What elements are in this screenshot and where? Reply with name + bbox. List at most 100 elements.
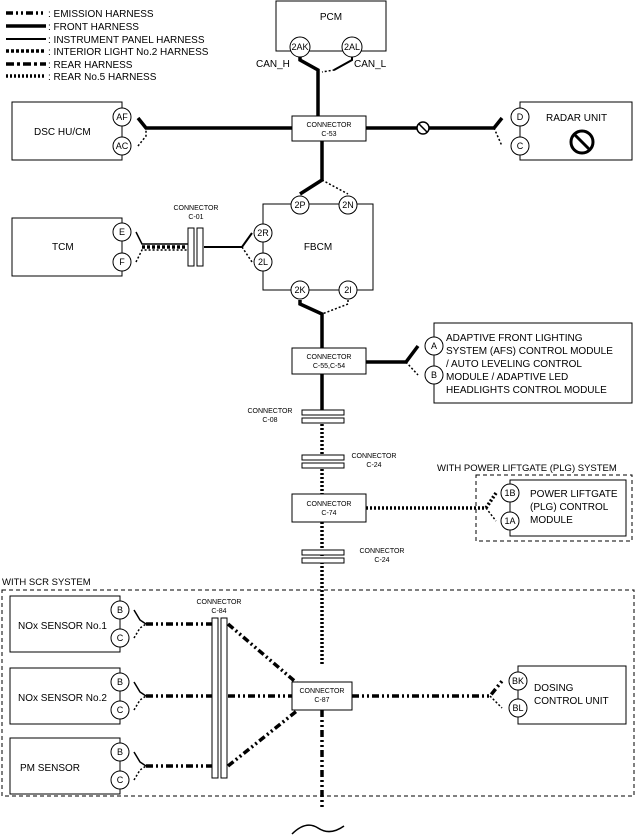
c87-title: CONNECTOR [300, 688, 345, 695]
dosing-pin-bl-label: BL [512, 703, 523, 713]
afs-line-4: MODULE / ADAPTIVE LED [446, 372, 568, 383]
nox1-pin-b [110, 600, 130, 620]
pm-pin-c [110, 770, 130, 790]
afs-module [433, 322, 633, 404]
c01-title: CONNECTOR [174, 205, 219, 212]
no-signal-icon [416, 121, 430, 135]
c74-title: CONNECTOR [307, 501, 352, 508]
plg-pin-1a-label: 1A [504, 516, 515, 526]
plg-pin-1b-label: 1B [504, 488, 515, 498]
plg-line-2: (PLG) CONTROL [530, 502, 609, 513]
c74-id: C-74 [321, 510, 336, 517]
radar-pin-c-label: C [517, 141, 524, 151]
c08-id: C-08 [262, 417, 277, 424]
fbcm-pin-2r [253, 223, 273, 243]
legend-instrument: : INSTRUMENT PANEL HARNESS [48, 35, 205, 46]
nox1-pin-c-label: C [117, 633, 124, 643]
afs-line-2: SYSTEM (AFS) CONTROL MODULE [446, 346, 613, 357]
dsc-title: DSC HU/CM [34, 127, 91, 138]
nox2-pin-c [110, 700, 130, 720]
fbcm-pin-2l-label: 2L [258, 257, 268, 267]
connector-c87 [291, 681, 353, 711]
dosing-pin-bk [508, 671, 528, 691]
connector-c55-c54 [291, 347, 367, 375]
radar-pin-c [510, 136, 530, 156]
fbcm-pin-2k [290, 280, 310, 300]
tcm-module [11, 217, 123, 277]
pm-pin-b [110, 742, 130, 762]
can-l-label: CAN_L [354, 59, 387, 70]
plg-line-3: MODULE [530, 515, 573, 526]
afs-pin-b [424, 365, 444, 385]
afs-pin-b-label: B [431, 370, 437, 380]
connector-c74 [291, 493, 367, 523]
afs-line-1: ADAPTIVE FRONT LIGHTING [446, 333, 583, 344]
nox1-pin-b-label: B [117, 605, 123, 615]
connector-c01-right [196, 227, 204, 267]
c01-id: C-01 [188, 214, 203, 221]
fbcm-pin-2l [253, 252, 273, 272]
can-h-label: CAN_H [256, 59, 290, 70]
legend-rear: : REAR HARNESS [48, 60, 133, 71]
legend-interior-light: : INTERIOR LIGHT No.2 HARNESS [48, 47, 209, 58]
fbcm-pin-2p-label: 2P [294, 200, 305, 210]
pm-title: PM SENSOR [20, 763, 80, 774]
tcm-pin-e [112, 222, 132, 242]
tcm-pin-f-label: F [119, 257, 125, 267]
dsc-pin-ac [112, 136, 132, 156]
pcm-pin-2al-label: 2AL [344, 42, 360, 52]
c24b-title: CONNECTOR [360, 548, 405, 555]
connector-c24a-bottom [301, 462, 345, 469]
pcm-title: PCM [320, 12, 342, 23]
pcm-pin-2ak [289, 36, 311, 58]
wire-break-mark [291, 824, 345, 835]
fbcm-pin-2p [290, 195, 310, 215]
nox2-title: NOx SENSOR No.2 [18, 693, 107, 704]
radar-title: RADAR UNIT [546, 113, 607, 124]
connector-c53 [291, 115, 367, 142]
tcm-pin-f [112, 252, 132, 272]
fbcm-pin-2n [338, 195, 358, 215]
radar-pin-d-label: D [517, 112, 524, 122]
dosing-pin-bk-label: BK [512, 676, 524, 686]
connector-c01-left [187, 227, 195, 267]
afs-pin-a-label: A [431, 341, 437, 351]
dsc-pin-af [112, 107, 132, 127]
legend-front: : FRONT HARNESS [48, 22, 139, 33]
plg-group-label: WITH POWER LIFTGATE (PLG) SYSTEM [437, 463, 617, 474]
dosing-module [517, 665, 627, 725]
pm-module [9, 737, 121, 795]
tcm-title: TCM [52, 242, 74, 253]
pcm-pin-2al [341, 36, 363, 58]
nox1-module [9, 595, 121, 653]
c53-id: C-53 [321, 131, 336, 138]
c84-title: CONNECTOR [197, 599, 242, 606]
connector-c08-top [301, 409, 345, 416]
legend-rear5: : REAR No.5 HARNESS [48, 72, 157, 83]
nox1-pin-c [110, 628, 130, 648]
radar-pin-d [510, 107, 530, 127]
dsc-module [11, 101, 123, 161]
fbcm-pin-2k-label: 2K [294, 285, 305, 295]
plg-module [509, 479, 627, 537]
plg-pin-1a [500, 511, 520, 531]
connector-c08-bottom [301, 417, 345, 424]
nox2-pin-c-label: C [117, 705, 124, 715]
c24b-id: C-24 [374, 557, 389, 564]
nox2-pin-b-label: B [117, 677, 123, 687]
pm-pin-b-label: B [117, 747, 123, 757]
connector-c84-right [220, 617, 228, 779]
dsc-pin-af-label: AF [116, 112, 128, 122]
fbcm-title: FBCM [304, 242, 332, 253]
tcm-pin-e-label: E [119, 227, 125, 237]
plg-group-box [475, 474, 633, 542]
afs-line-5: HEADLIGHTS CONTROL MODULE [446, 385, 607, 396]
c08-title: CONNECTOR [248, 408, 293, 415]
connector-c24b-top [301, 549, 345, 556]
plg-pin-1b [500, 483, 520, 503]
c87-id: C-87 [314, 697, 329, 704]
fbcm-module [262, 203, 374, 291]
connector-c84-left [211, 617, 219, 779]
c24a-id: C-24 [366, 462, 381, 469]
